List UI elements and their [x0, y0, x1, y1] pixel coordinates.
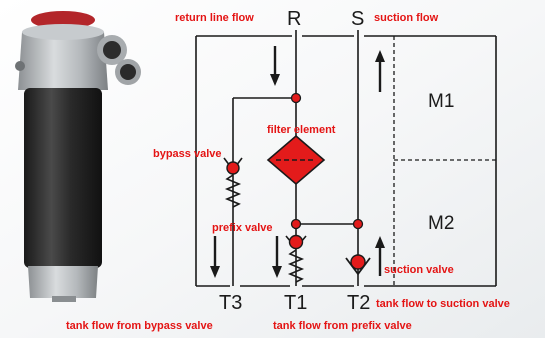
port-label-t1: T1	[284, 292, 308, 314]
annotation-prefix-valve: prefix valve	[212, 222, 273, 234]
flow-arrow-icon-prefix-down	[272, 236, 282, 278]
annotation-filter-element: filter element	[267, 124, 336, 136]
prefix-valve	[285, 234, 307, 283]
annotation-return-line-flow: return line flow	[175, 12, 254, 24]
check-valve-icon-suction-ball	[350, 254, 366, 270]
junction-nodes	[290, 92, 364, 230]
annotation-tank-flow-from-prefix-valve: tank flow from prefix valve	[273, 320, 412, 332]
filter-product-photo	[15, 11, 141, 302]
annotation-suction-valve: suction valve	[384, 264, 454, 276]
spring-icon-bypass	[224, 174, 242, 208]
junction-suction	[352, 218, 364, 230]
flow-arrow-icon-bypass-down	[210, 236, 220, 278]
bypass-valve	[223, 157, 243, 208]
flow-arrow-icon-return-down	[270, 46, 280, 86]
junction-filter-outlet	[290, 218, 302, 230]
port-label-r: R	[287, 8, 302, 30]
port-label-t2: T2	[347, 292, 371, 314]
port-label-t3: T3	[219, 292, 243, 314]
check-valve-icon-suction-seat	[345, 257, 371, 276]
annotation-bypass-valve: bypass valve	[153, 148, 222, 160]
module-label-m1: M1	[428, 91, 455, 112]
check-valve-icon-prefix-ball	[288, 234, 304, 250]
annotation-suction-flow: suction flow	[374, 12, 439, 24]
port-label-s: S	[351, 8, 365, 30]
junction-return-bypass	[290, 92, 302, 104]
module-label-m2: M2	[428, 213, 455, 234]
annotation-tank-flow-from-bypass-valve: tank flow from bypass valve	[66, 320, 213, 332]
flow-arrow-icon-tank-up	[375, 236, 385, 276]
flow-arrow-icons	[210, 46, 385, 278]
spring-icon-prefix	[287, 249, 305, 283]
annotation-tank-flow-to-suction-valve: tank flow to suction valve	[376, 298, 510, 310]
filter-element-diamond-icon	[266, 134, 326, 186]
check-valve-icon-bypass-ball	[226, 161, 240, 175]
suction-valve	[345, 254, 371, 276]
module-boundaries	[393, 36, 496, 286]
flow-arrow-icon-suction-up	[375, 50, 385, 92]
